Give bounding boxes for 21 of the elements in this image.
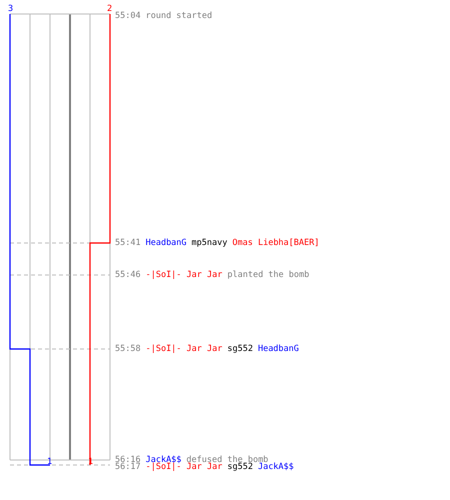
weapon-name: sg552 [227, 462, 253, 472]
timestamp: 55:58 [115, 344, 141, 354]
timestamp: 55:46 [115, 270, 141, 280]
timestamp: 55:04 [115, 11, 141, 21]
player-name: HeadbanG [146, 238, 187, 248]
event-text: round started [146, 11, 212, 21]
player-name: -|SoI|- Jar Jar [146, 462, 222, 472]
player-name: JackA$$ [258, 462, 294, 472]
player-name: JackA$$ [146, 455, 182, 465]
player-name: -|SoI|- Jar Jar [146, 270, 222, 280]
player-name: -|SoI|- Jar Jar [146, 344, 222, 354]
player-count: 2 [107, 5, 112, 13]
player-count: 3 [8, 5, 14, 13]
timestamp: 56:17 [115, 462, 141, 472]
weapon-name: mp5navy [192, 238, 228, 248]
timestamp: 55:41 [115, 238, 141, 248]
player-count: 1 [47, 458, 52, 466]
event-text: planted the bomb [227, 270, 310, 280]
player-name: HeadbanG [258, 344, 299, 354]
weapon-name: sg552 [227, 344, 253, 354]
player-name: Omas Liebha[BAER] [232, 238, 320, 248]
